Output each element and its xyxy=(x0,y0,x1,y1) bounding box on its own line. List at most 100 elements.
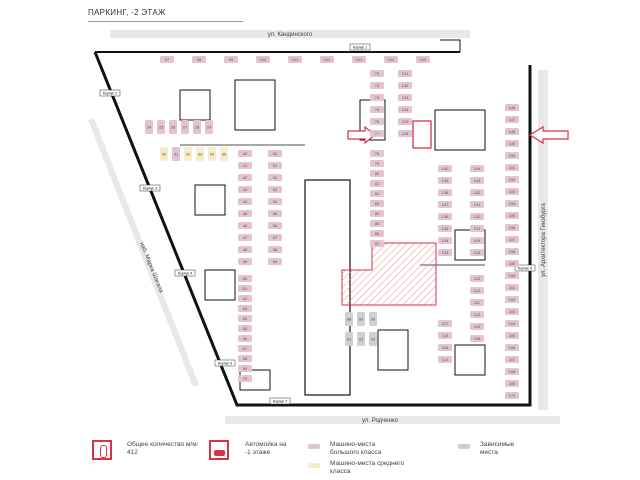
parking-spot[interactable] xyxy=(470,311,484,318)
parking-spot[interactable] xyxy=(169,120,177,134)
parking-spot[interactable] xyxy=(345,312,353,326)
parking-spot[interactable] xyxy=(505,200,519,207)
parking-spot[interactable] xyxy=(370,160,384,167)
parking-spot[interactable] xyxy=(268,222,282,229)
parking-spot[interactable] xyxy=(398,94,412,101)
parking-spot[interactable] xyxy=(268,174,282,181)
parking-spot[interactable] xyxy=(438,332,452,339)
parking-spot[interactable] xyxy=(505,212,519,219)
parking-spot[interactable] xyxy=(398,130,412,137)
parking-spot[interactable] xyxy=(238,375,252,382)
parking-spot[interactable] xyxy=(505,320,519,327)
parking-spot[interactable] xyxy=(238,275,252,282)
parking-spot[interactable] xyxy=(238,150,252,157)
parking-spot[interactable] xyxy=(238,162,252,169)
parking-spot[interactable] xyxy=(470,287,484,294)
parking-spot[interactable] xyxy=(505,284,519,291)
parking-spot[interactable] xyxy=(370,118,384,125)
parking-spot[interactable] xyxy=(470,323,484,330)
parking-spot[interactable] xyxy=(438,225,452,232)
parking-spot[interactable] xyxy=(438,177,452,184)
parking-spot[interactable] xyxy=(345,332,353,346)
parking-spot[interactable] xyxy=(505,356,519,363)
parking-spot[interactable] xyxy=(220,147,228,161)
parking-spot[interactable] xyxy=(438,189,452,196)
parking-spot[interactable] xyxy=(505,296,519,303)
parking-spot[interactable] xyxy=(438,249,452,256)
parking-spot[interactable] xyxy=(505,188,519,195)
parking-spot[interactable] xyxy=(384,56,398,63)
parking-spot[interactable] xyxy=(268,210,282,217)
parking-spot[interactable] xyxy=(288,56,302,63)
parking-spot[interactable] xyxy=(238,365,252,372)
parking-spot[interactable] xyxy=(470,165,484,172)
parking-spot[interactable] xyxy=(157,120,165,134)
parking-spot[interactable] xyxy=(193,120,201,134)
parking-spot[interactable] xyxy=(398,118,412,125)
parking-spot[interactable] xyxy=(470,177,484,184)
parking-spot[interactable] xyxy=(238,234,252,241)
parking-spot[interactable] xyxy=(370,210,384,217)
parking-spot[interactable] xyxy=(505,164,519,171)
parking-spot[interactable] xyxy=(505,224,519,231)
parking-spot[interactable] xyxy=(470,213,484,220)
parking-spot[interactable] xyxy=(470,299,484,306)
parking-spot[interactable] xyxy=(370,240,384,247)
parking-spot[interactable] xyxy=(172,147,180,161)
parking-spot[interactable] xyxy=(268,198,282,205)
parking-spot[interactable] xyxy=(238,355,252,362)
parking-spot[interactable] xyxy=(238,186,252,193)
parking-spot[interactable] xyxy=(238,325,252,332)
parking-spot[interactable] xyxy=(505,140,519,147)
parking-spot[interactable] xyxy=(505,380,519,387)
parking-spot[interactable] xyxy=(370,190,384,197)
parking-spot[interactable] xyxy=(438,213,452,220)
parking-spot[interactable] xyxy=(470,249,484,256)
parking-spot[interactable] xyxy=(505,332,519,339)
parking-spot[interactable] xyxy=(398,82,412,89)
parking-spot[interactable] xyxy=(208,147,216,161)
parking-spot[interactable] xyxy=(505,368,519,375)
parking-spot[interactable] xyxy=(438,237,452,244)
parking-spot[interactable] xyxy=(416,56,430,63)
parking-spot[interactable] xyxy=(238,305,252,312)
parking-spot[interactable] xyxy=(505,260,519,267)
parking-spot[interactable] xyxy=(268,258,282,265)
parking-spot[interactable] xyxy=(470,225,484,232)
parking-spot[interactable] xyxy=(505,116,519,123)
parking-spot[interactable] xyxy=(505,392,519,399)
parking-spot[interactable] xyxy=(505,176,519,183)
parking-spot[interactable] xyxy=(370,200,384,207)
parking-spot[interactable] xyxy=(320,56,334,63)
parking-spot[interactable] xyxy=(398,70,412,77)
parking-spot[interactable] xyxy=(192,56,206,63)
parking-spot[interactable] xyxy=(505,272,519,279)
parking-spot[interactable] xyxy=(438,320,452,327)
parking-spot[interactable] xyxy=(238,198,252,205)
parking-spot[interactable] xyxy=(438,165,452,172)
parking-spot[interactable] xyxy=(438,344,452,351)
parking-spot[interactable] xyxy=(505,104,519,111)
parking-spot[interactable] xyxy=(370,170,384,177)
parking-spot[interactable] xyxy=(505,236,519,243)
parking-spot[interactable] xyxy=(370,106,384,113)
parking-spot[interactable] xyxy=(470,237,484,244)
parking-spot[interactable] xyxy=(505,152,519,159)
parking-spot[interactable] xyxy=(268,150,282,157)
parking-spot[interactable] xyxy=(370,130,384,137)
parking-spot[interactable] xyxy=(268,234,282,241)
parking-spot[interactable] xyxy=(370,230,384,237)
parking-spot[interactable] xyxy=(238,345,252,352)
parking-spot[interactable] xyxy=(238,246,252,253)
parking-spot[interactable] xyxy=(238,315,252,322)
parking-spot[interactable] xyxy=(470,275,484,282)
parking-spot[interactable] xyxy=(370,94,384,101)
parking-spot[interactable] xyxy=(505,308,519,315)
parking-spot[interactable] xyxy=(438,356,452,363)
parking-spot[interactable] xyxy=(369,332,377,346)
parking-spot[interactable] xyxy=(268,186,282,193)
parking-spot[interactable] xyxy=(196,147,204,161)
parking-spot[interactable] xyxy=(370,180,384,187)
parking-spot[interactable] xyxy=(256,56,270,63)
parking-spot[interactable] xyxy=(184,147,192,161)
